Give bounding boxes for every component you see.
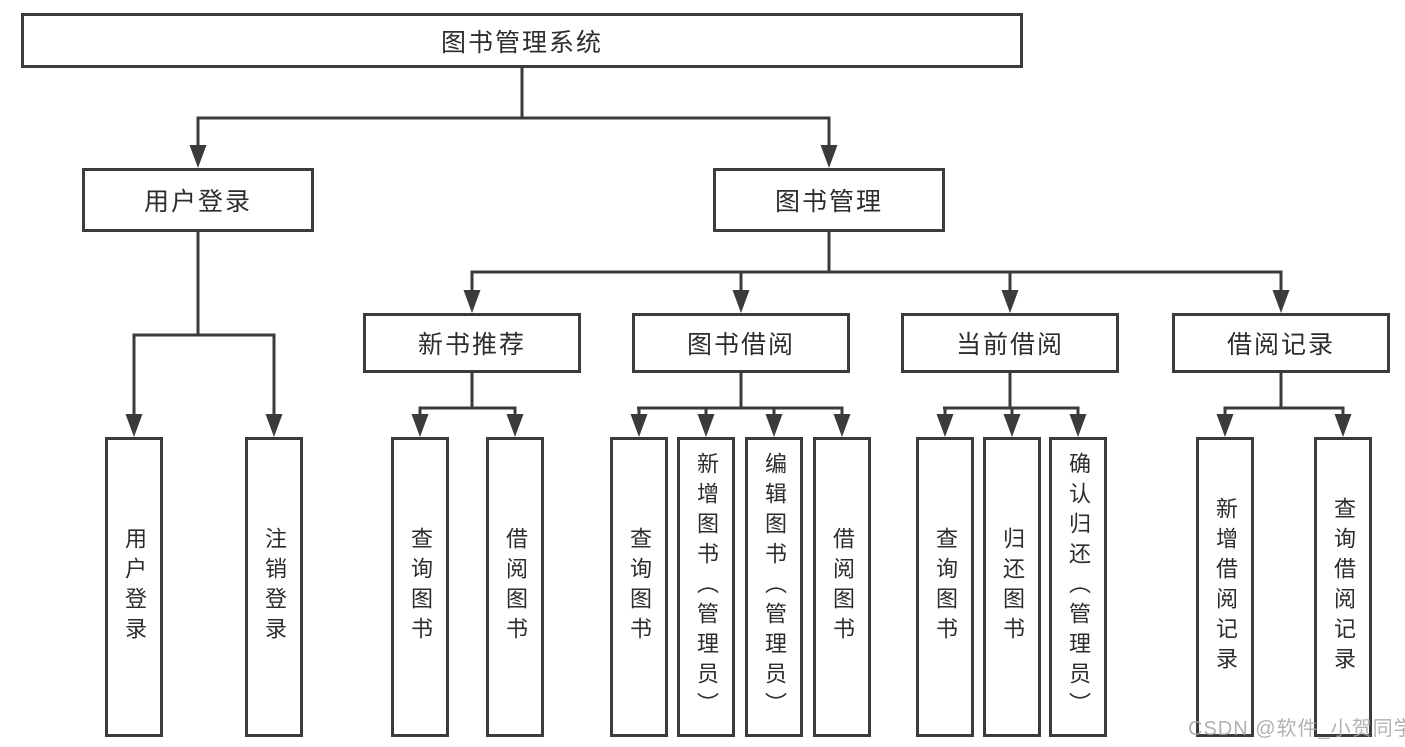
leaf-logout: 注销登录 (245, 437, 303, 737)
node-library-management-system: 图书管理系统 (21, 13, 1023, 68)
node-current-borrowing: 当前借阅 (901, 313, 1119, 373)
node-new-book-recommendation: 新书推荐 (363, 313, 581, 373)
node-user-login: 用户登录 (82, 168, 314, 232)
leaf-query-books-current: 查询图书 (916, 437, 974, 737)
node-book-management: 图书管理 (713, 168, 945, 232)
leaf-borrow-books-borrowing: 借阅图书 (813, 437, 871, 737)
leaf-add-book-admin: 新增图书（管理员） (677, 437, 735, 737)
leaf-query-borrow-record: 查询借阅记录 (1314, 437, 1372, 737)
leaf-confirm-return-admin: 确认归还（管理员） (1049, 437, 1107, 737)
leaf-query-books-borrowing: 查询图书 (610, 437, 668, 737)
leaf-add-borrow-record: 新增借阅记录 (1196, 437, 1254, 737)
node-book-borrowing: 图书借阅 (632, 313, 850, 373)
leaf-edit-book-admin: 编辑图书（管理员） (745, 437, 803, 737)
leaf-borrow-books-recommendation: 借阅图书 (486, 437, 544, 737)
node-borrowing-records: 借阅记录 (1172, 313, 1390, 373)
leaf-return-books: 归还图书 (983, 437, 1041, 737)
leaf-query-books-recommendation: 查询图书 (391, 437, 449, 737)
leaf-user-login: 用户登录 (105, 437, 163, 737)
